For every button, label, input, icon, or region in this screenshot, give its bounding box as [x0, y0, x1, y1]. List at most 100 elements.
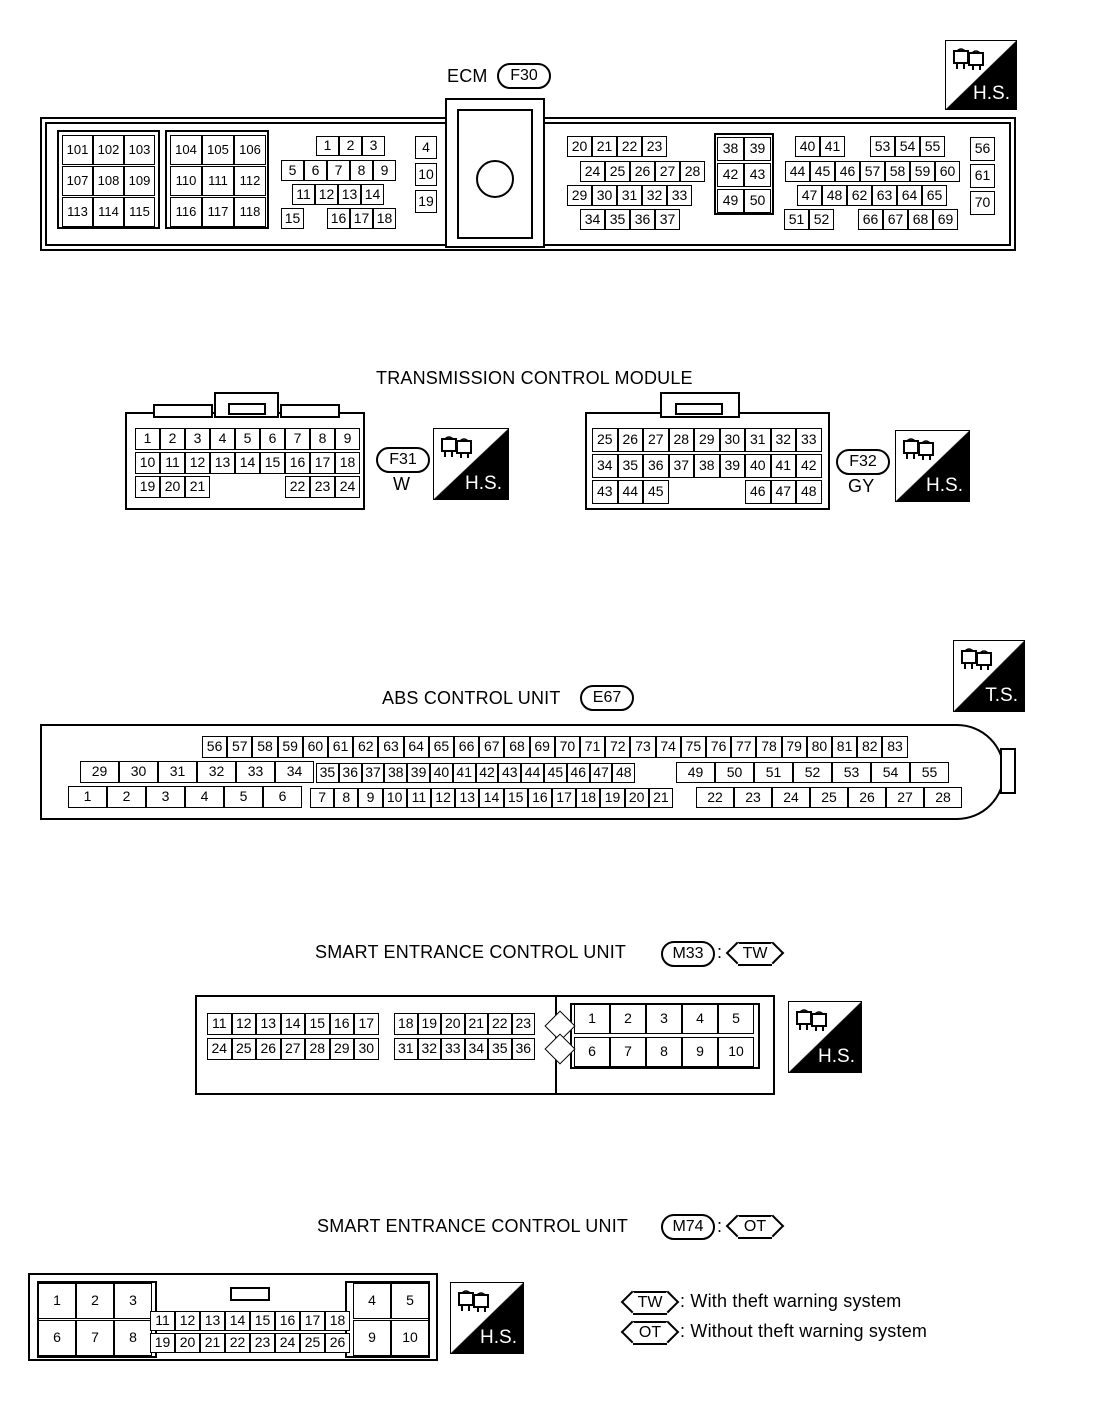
pin-102: 102 [93, 135, 124, 165]
pin-2: 2 [76, 1283, 114, 1319]
pin-21: 21 [592, 136, 617, 157]
pin-23: 23 [511, 1013, 535, 1035]
legend-tw-text: : With theft warning system [680, 1291, 902, 1311]
sec-m74-label: SMART ENTRANCE CONTROL UNIT [317, 1216, 629, 1236]
tcm-f32-latch [675, 403, 723, 415]
pin-54: 54 [871, 762, 910, 783]
ecm-label: ECM [447, 66, 488, 86]
connector-icon [953, 48, 984, 70]
pin-17: 17 [300, 1311, 325, 1331]
sec-m33-tag: TW [738, 942, 772, 966]
pin-24: 24 [335, 476, 360, 498]
pin-10: 10 [718, 1037, 754, 1067]
pin-45: 45 [810, 161, 835, 182]
pin-24: 24 [772, 787, 810, 808]
pin-38: 38 [717, 137, 744, 161]
pin-63: 63 [378, 736, 404, 758]
pin-16: 16 [527, 788, 552, 808]
connector-icon [796, 1009, 827, 1031]
pin-19: 19 [150, 1333, 175, 1353]
pin-72: 72 [605, 736, 631, 758]
pin-42: 42 [796, 454, 822, 478]
pin-5: 5 [718, 1004, 754, 1034]
pin-18: 18 [394, 1013, 418, 1035]
pin-13: 13 [338, 184, 361, 205]
pin-23: 23 [250, 1333, 275, 1353]
pin-117: 117 [202, 197, 234, 227]
pin-5: 5 [224, 786, 263, 808]
pin-45: 45 [643, 480, 669, 504]
pin-63: 63 [872, 185, 897, 206]
abs-ts-badge: T.S. [953, 640, 1025, 712]
pin-15: 15 [250, 1311, 275, 1331]
tcm-f31-tab-r [280, 404, 340, 418]
pin-25: 25 [810, 787, 848, 808]
pin-2: 2 [339, 136, 362, 156]
pin-35: 35 [316, 763, 339, 783]
pin-13: 13 [200, 1311, 225, 1331]
tcm-f31-latch [228, 403, 266, 415]
pin-5: 5 [235, 428, 260, 450]
pin-69: 69 [933, 209, 958, 230]
pin-17: 17 [310, 452, 335, 474]
pin-8: 8 [114, 1320, 152, 1356]
sec-m33-label: SMART ENTRANCE CONTROL UNIT [315, 942, 627, 962]
sec-m33-code: M33 [661, 941, 715, 967]
pin-66: 66 [454, 736, 480, 758]
pin-14: 14 [235, 452, 260, 474]
ecm-code: F30 [497, 63, 551, 89]
legend-ot-text: : Without theft warning system [680, 1321, 928, 1341]
pin-33: 33 [236, 761, 275, 783]
pin-109: 109 [124, 166, 155, 196]
pin-67: 67 [883, 209, 908, 230]
pin-9: 9 [358, 788, 383, 808]
pin-80: 80 [806, 736, 832, 758]
pin-26: 26 [848, 787, 886, 808]
pin-31: 31 [158, 761, 197, 783]
pin-15: 15 [305, 1013, 330, 1035]
pin-3: 3 [114, 1283, 152, 1319]
pin-16: 16 [327, 208, 350, 229]
pin-38: 38 [694, 454, 720, 478]
pin-16: 16 [285, 452, 310, 474]
pin-44: 44 [785, 161, 810, 182]
pin-17: 17 [552, 788, 577, 808]
pin-14: 14 [225, 1311, 250, 1331]
pin-30: 30 [719, 428, 745, 452]
pin-44: 44 [617, 480, 643, 504]
pin-26: 26 [617, 428, 643, 452]
pin-11: 11 [150, 1311, 175, 1331]
pin-30: 30 [592, 185, 617, 206]
pin-34: 34 [580, 209, 605, 230]
tcm-f31-color: W [393, 474, 411, 494]
pin-65: 65 [922, 185, 947, 206]
pin-25: 25 [300, 1333, 325, 1353]
pin-29: 29 [694, 428, 720, 452]
pin-3: 3 [362, 136, 385, 156]
pin-64: 64 [897, 185, 922, 206]
pin-7: 7 [285, 428, 310, 450]
pin-31: 31 [617, 185, 642, 206]
pin-82: 82 [857, 736, 883, 758]
pin-37: 37 [655, 209, 680, 230]
pin-31: 31 [745, 428, 771, 452]
pin-28: 28 [924, 787, 962, 808]
pin-50: 50 [715, 762, 754, 783]
pin-57: 57 [227, 736, 253, 758]
pin-12: 12 [231, 1013, 256, 1035]
pin-3: 3 [646, 1004, 682, 1034]
pin-37: 37 [668, 454, 694, 478]
pin-20: 20 [175, 1333, 200, 1353]
pin-33: 33 [796, 428, 822, 452]
pin-41: 41 [770, 454, 796, 478]
pin-48: 48 [822, 185, 847, 206]
hs-badge-label: H.S. [818, 1046, 855, 1067]
pin-13: 13 [256, 1013, 281, 1035]
sec-m33-sep: : [717, 942, 723, 962]
pin-1: 1 [316, 136, 339, 156]
pin-38: 38 [384, 763, 408, 783]
pin-27: 27 [280, 1038, 305, 1060]
pin-13: 13 [455, 788, 480, 808]
pin-18: 18 [576, 788, 601, 808]
pin-83: 83 [882, 736, 908, 758]
